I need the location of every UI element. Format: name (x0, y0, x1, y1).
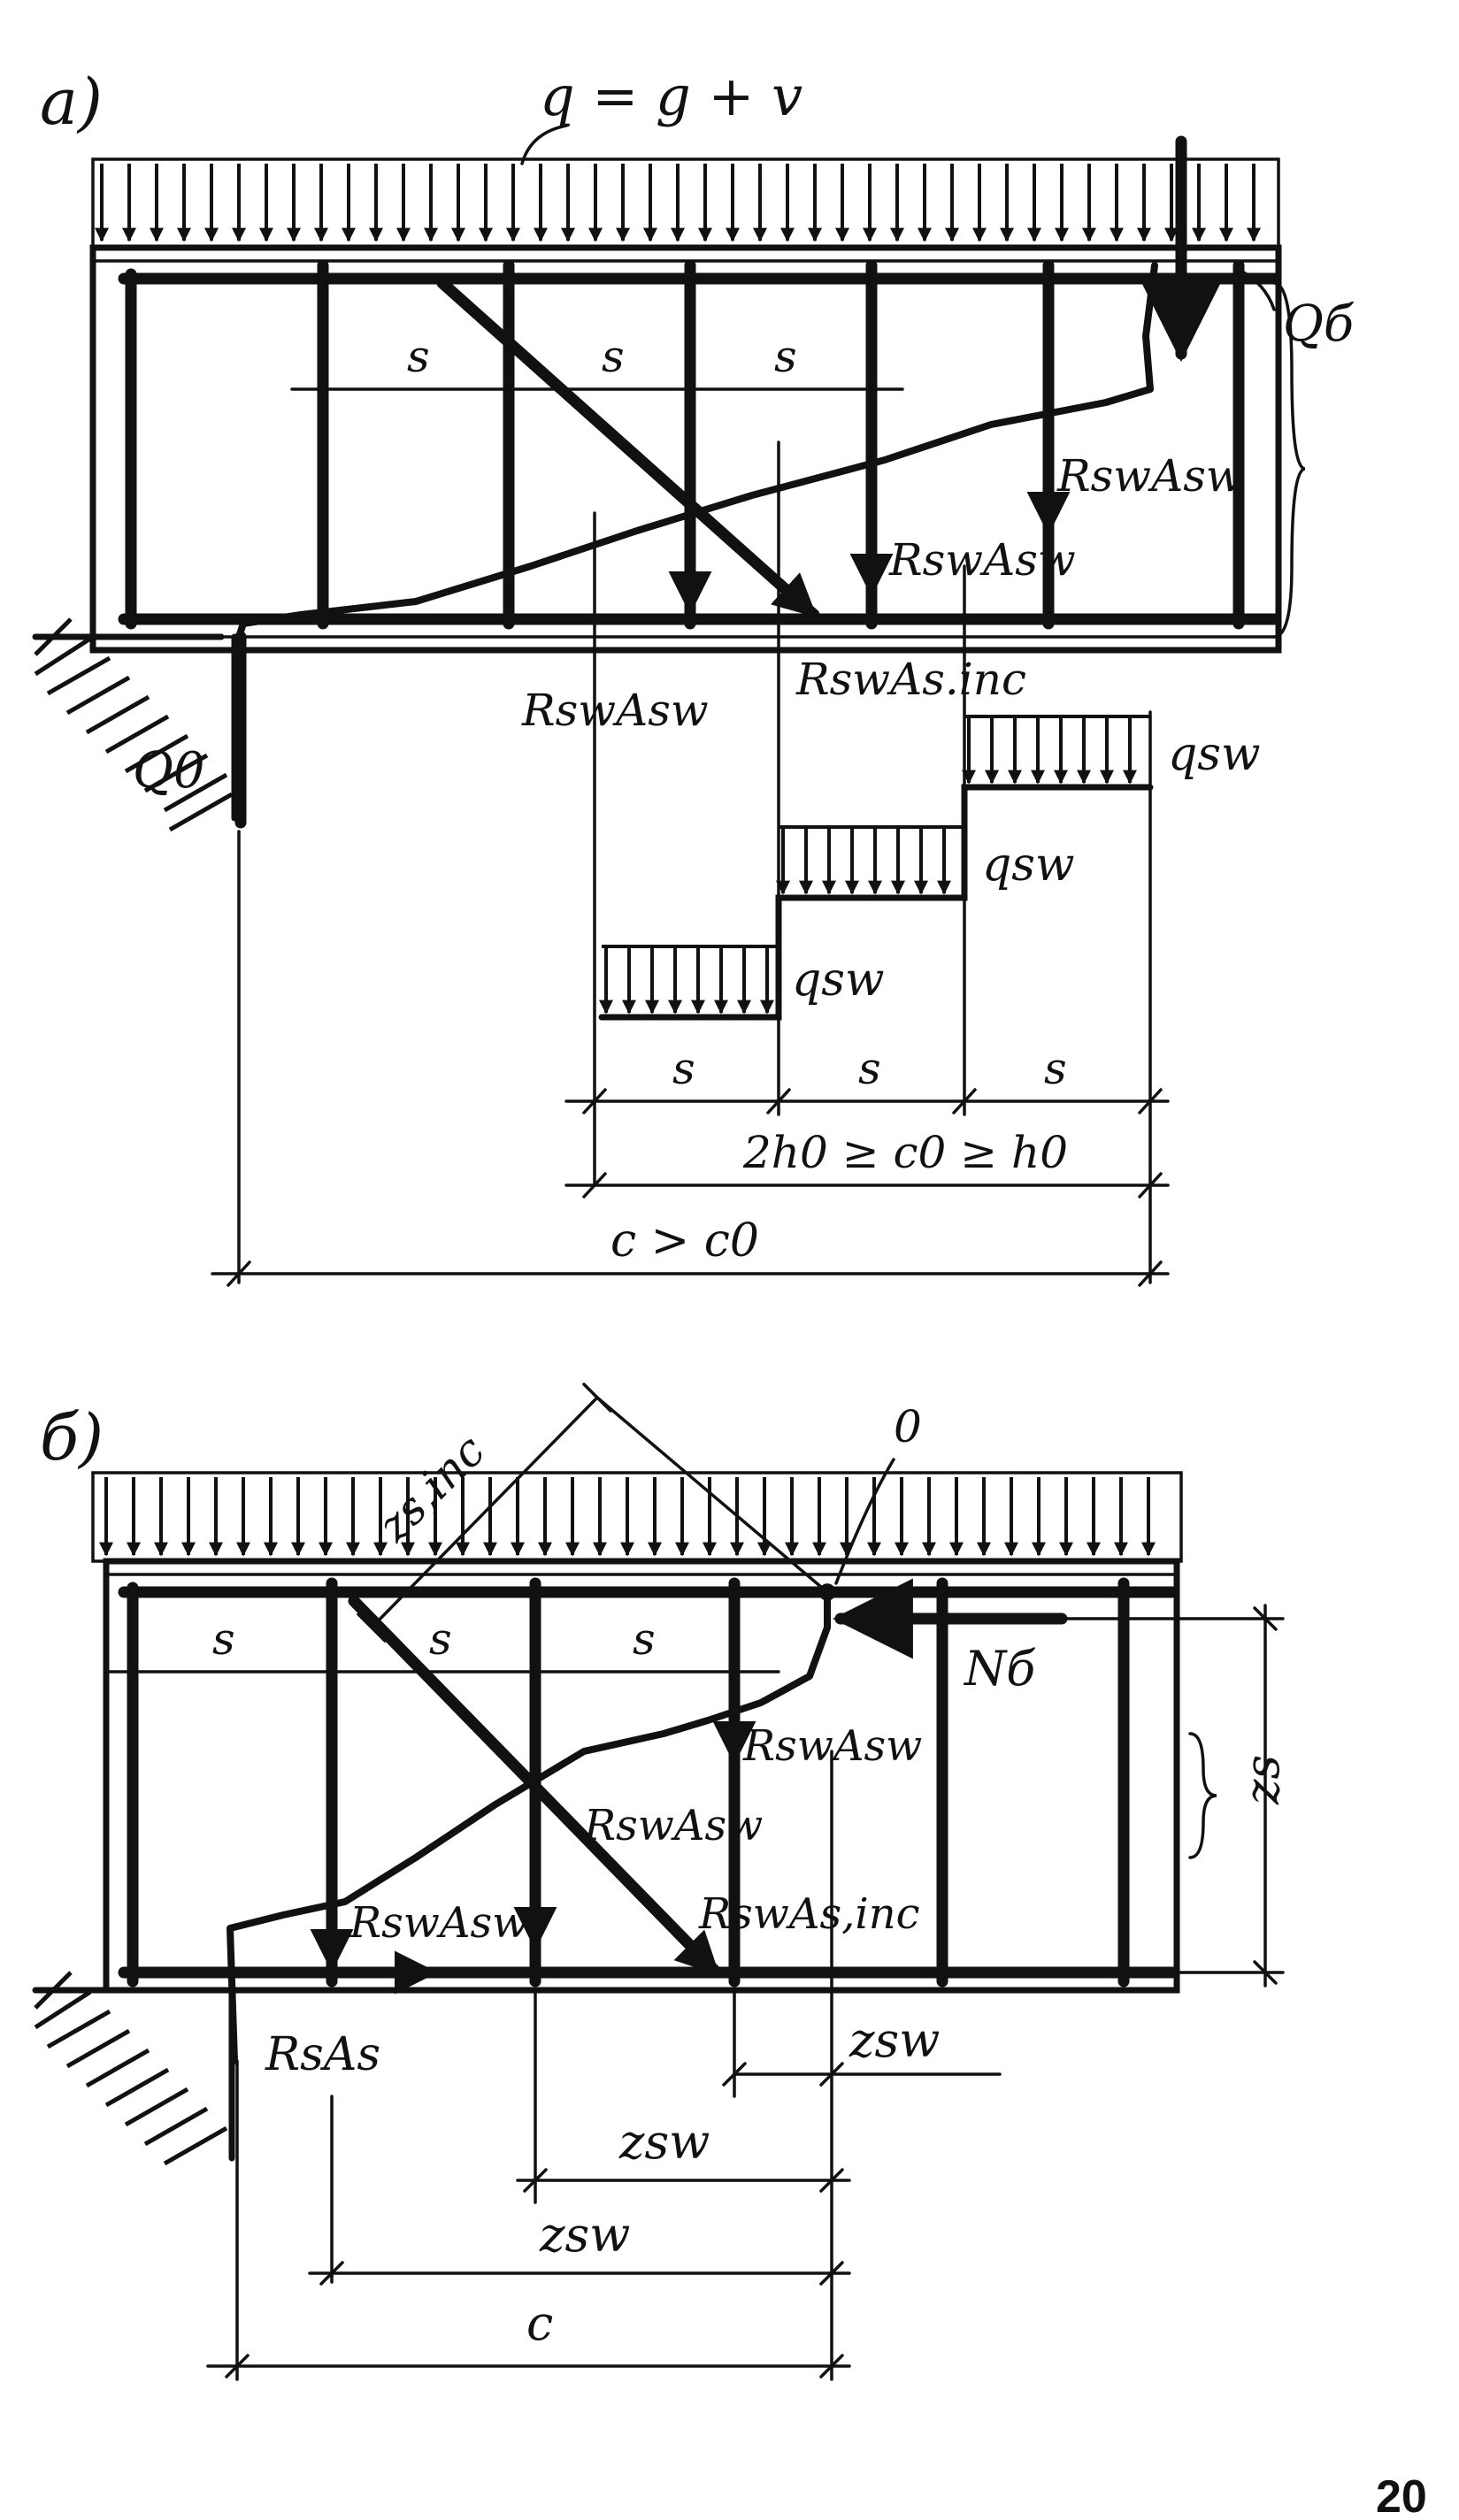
distributed-load-arrows (95, 164, 1261, 242)
hatch-stroke (104, 2067, 170, 2108)
c-dimension-label: c > c0 (610, 1214, 759, 1268)
dimension-ticks (523, 2168, 844, 2193)
hatch-stroke (34, 617, 73, 656)
hatch-stroke (85, 2048, 150, 2088)
spacing-label: s (672, 1043, 695, 1094)
pivot-leader-line (834, 1458, 895, 1585)
hatch-stroke (34, 1989, 92, 2030)
inclined-bar-force-arrow (757, 563, 818, 618)
stirrup-force-label: RswAsw (349, 1898, 528, 1948)
stirrup-force-label: RswAsw (1056, 450, 1244, 502)
qb-leader-line (1237, 268, 1276, 311)
qsw-diagram-outline (598, 784, 1154, 1021)
distributed-load-arrows (99, 1477, 1156, 1557)
spacing-label: s (212, 1613, 235, 1665)
bent-bar-lever-line (370, 1396, 599, 1629)
panel-b: б) zs,inc 0 (32, 1383, 1290, 2381)
section-height-brace (1272, 281, 1306, 639)
hatch-stroke (124, 2087, 189, 2127)
c0-dimension-label: 2h0 ≥ c0 ≥ h0 (742, 1127, 1068, 1178)
panel-a: a) q = g + v s s s (32, 64, 1355, 1287)
hatch-stroke (143, 2106, 209, 2147)
compression-force-label: Qб (1283, 295, 1355, 353)
support-reaction-label: Q0 (133, 742, 205, 800)
spacing-label: s (429, 1613, 452, 1665)
dimension-ticks (582, 1172, 1163, 1199)
lever-arm-brace (1188, 1732, 1217, 1859)
qsw-load-arrows (599, 715, 1150, 1015)
hatch-stroke (168, 792, 234, 832)
hatch-stroke (124, 733, 189, 774)
pivot-point-label: 0 (894, 1401, 922, 1452)
lever-arm-label: zs (1234, 1755, 1290, 1805)
dimension-ticks (357, 1383, 612, 1643)
bent-bar-lever-label: zs,inc (368, 1425, 495, 1552)
beam-outline (89, 244, 1282, 654)
inclined-bar-force-label: RswAs,inc (698, 1889, 920, 1939)
stirrup-lever-label: zsw (539, 2207, 630, 2263)
hatch-stroke (34, 636, 92, 677)
spacing-label: s (1044, 1043, 1067, 1094)
hatch-stroke (65, 675, 131, 716)
bent-bar-lever-line (595, 1396, 829, 1594)
spacing-label: s (407, 331, 430, 382)
spacing-label: s (858, 1043, 881, 1094)
compression-force-label: Nб (963, 1641, 1036, 1697)
tension-force-label: RsAs (265, 2028, 380, 2081)
load-label: q = g + v (540, 64, 802, 128)
dimension-ticks (319, 2261, 844, 2286)
page-number: 20 (1376, 2471, 1427, 2520)
hatch-stroke (46, 2009, 111, 2049)
stirrup-lever-label: zsw (849, 2012, 940, 2068)
dimension-ticks (582, 1088, 1163, 1114)
stirrup-force-label: RswAsw (583, 1801, 763, 1850)
qsw-label: qsw (792, 954, 884, 1007)
panel-a-label: a) (40, 65, 103, 139)
inclined-crack (235, 262, 1158, 640)
hatch-stroke (46, 655, 111, 696)
qsw-label: qsw (982, 839, 1074, 892)
spacing-label: s (774, 331, 797, 382)
panel-b-label: б) (40, 1400, 104, 1474)
inclined-crack (227, 1589, 831, 2064)
support-hatching (34, 1971, 228, 2166)
support-hatching (34, 617, 234, 832)
dimension-ticks (1253, 1606, 1278, 1985)
distributed-load-block (91, 157, 1280, 249)
hatch-stroke (163, 772, 228, 813)
hatch-stroke (143, 753, 209, 793)
distributed-load-block (91, 1471, 1183, 1563)
qsw-label: qsw (1168, 728, 1260, 781)
dimension-ticks (722, 2062, 844, 2087)
inclined-bar (436, 277, 820, 621)
stirrup-lever-label: zsw (618, 2114, 710, 2170)
beam-outline (103, 1558, 1180, 1994)
hatch-stroke (34, 1971, 73, 2010)
dimension-ticks (227, 1260, 1163, 1287)
hatch-stroke (85, 694, 150, 735)
inclined-bar-force-label: RswAs.inc (795, 654, 1026, 705)
hatch-stroke (104, 714, 170, 754)
inclined-bar-force-arrow (634, 1889, 720, 1976)
hatch-stroke (163, 2126, 228, 2166)
spacing-label: s (602, 331, 625, 382)
dimension-ticks (225, 2354, 844, 2378)
spacing-label: s (633, 1613, 656, 1665)
stirrup-force-label: RswAsw (888, 534, 1076, 586)
c-dimension-label: c (526, 2295, 553, 2351)
stirrup-force-label: RswAsw (521, 685, 709, 736)
hatch-stroke (65, 2028, 131, 2069)
